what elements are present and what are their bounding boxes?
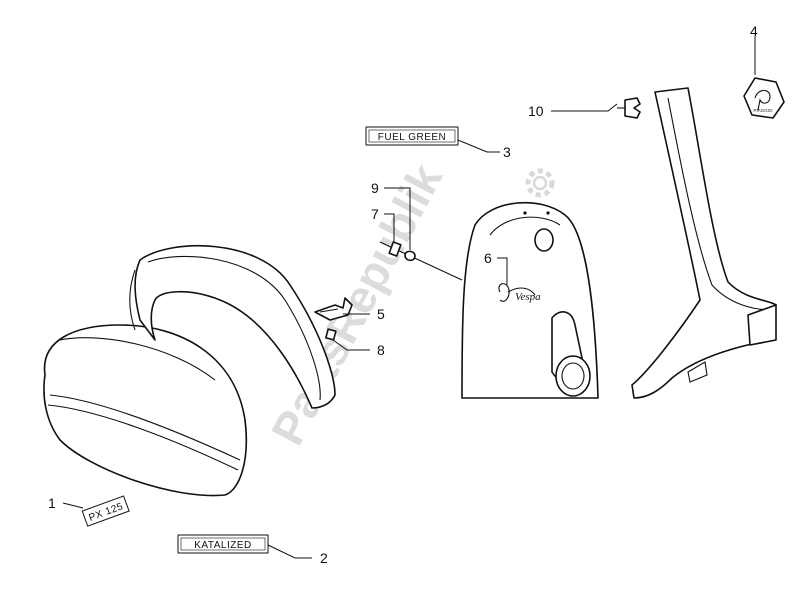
part-6-vespa-emblem: Vespa — [498, 283, 541, 303]
part-4-piaggio-emblem: PIAGGIO — [743, 77, 785, 119]
part-1-front-shield — [43, 324, 248, 497]
callout-10: 10 — [528, 103, 544, 119]
part-2-katalized-label: KATALIZED — [177, 534, 269, 554]
part-10-clip — [617, 97, 641, 119]
piaggio-small-text: PIAGGIO — [753, 108, 773, 113]
callout-7: 7 — [371, 206, 379, 222]
fuel-green-text: FUEL GREEN — [378, 132, 447, 143]
callout-5: 5 — [377, 306, 385, 322]
gear-icon — [525, 168, 555, 198]
leader-lines — [62, 36, 756, 559]
callout-9: 9 — [371, 180, 379, 196]
callout-8: 8 — [377, 342, 385, 358]
callout-1: 1 — [48, 495, 56, 511]
part-8-nut — [325, 328, 337, 341]
katalized-text: KATALIZED — [194, 540, 251, 551]
part-rim-ring — [129, 245, 336, 409]
callout-numbers: 1 2 3 4 5 6 7 8 9 10 — [48, 23, 758, 566]
side-trim-piece — [631, 87, 777, 399]
callout-6: 6 — [484, 250, 492, 266]
callout-4: 4 — [750, 23, 758, 39]
part-3-fuel-green-label: FUEL GREEN — [365, 126, 459, 146]
callout-2: 2 — [320, 550, 328, 566]
vespa-script-text: Vespa — [515, 291, 541, 303]
part-1-px125-badge: PX 125 — [81, 495, 130, 527]
callout-3: 3 — [503, 144, 511, 160]
leg-shield-body — [461, 201, 599, 399]
part-5-bracket — [314, 297, 353, 321]
part-7-9-clips — [379, 241, 463, 281]
